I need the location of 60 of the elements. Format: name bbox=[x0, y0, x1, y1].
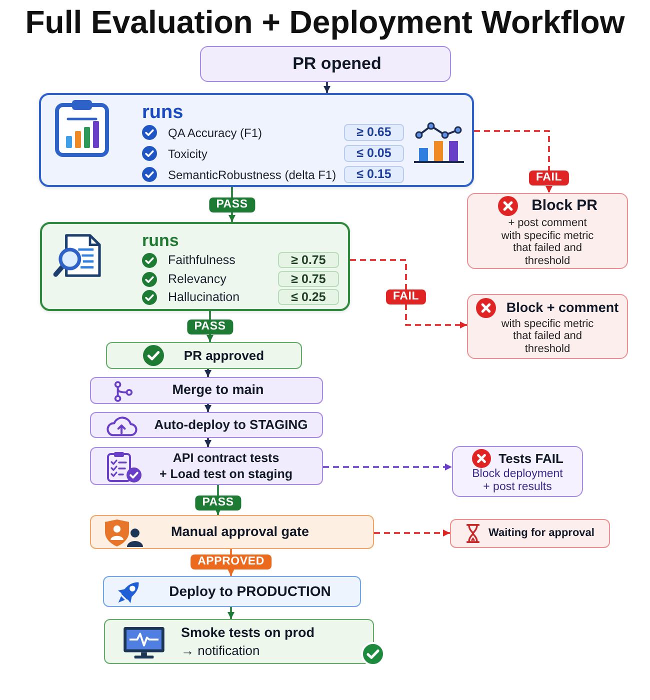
threshold-tag: ≥ 0.65 bbox=[344, 124, 404, 141]
process-box bbox=[90, 447, 323, 485]
arrow bbox=[204, 438, 212, 447]
alert-title: Waiting for approval bbox=[488, 526, 594, 542]
alert-message: + post comment with specific metric that failed and threshold bbox=[500, 217, 595, 268]
evaluation-panel bbox=[40, 222, 350, 311]
error-box bbox=[452, 446, 583, 497]
alert-message: Block deployment + post results bbox=[471, 468, 564, 494]
arrow bbox=[204, 369, 212, 377]
edge-label: PASS bbox=[195, 496, 241, 510]
process-box bbox=[90, 412, 323, 438]
step-label: Smoke tests on prod bbox=[181, 624, 315, 642]
step-label: Auto-deploy to STAGING bbox=[154, 416, 308, 434]
alert-title: Tests FAIL bbox=[498, 450, 564, 468]
step-label: Merge to main bbox=[172, 381, 264, 400]
edge-label: APPROVED bbox=[190, 554, 272, 570]
process-box bbox=[103, 576, 361, 607]
diagram-title: Full Evaluation + Deployment Workflow bbox=[25, 3, 625, 41]
step-note: + Load test on staging bbox=[160, 466, 292, 482]
step-note: → notification bbox=[181, 642, 260, 659]
threshold-tag: ≤ 0.05 bbox=[344, 145, 404, 162]
threshold-tag: ≥ 0.75 bbox=[278, 271, 339, 287]
metric-name: Relevancy bbox=[168, 271, 226, 287]
edge-label: FAIL bbox=[528, 170, 570, 186]
alert-title: Block PR bbox=[532, 196, 598, 216]
edge-label: PASS bbox=[187, 320, 233, 334]
step-label: Manual approval gate bbox=[170, 522, 310, 541]
arrow bbox=[204, 404, 212, 412]
edge-label: PASS bbox=[209, 198, 255, 212]
alert-message: with specific metric that failed and threshold bbox=[500, 318, 595, 356]
edge-label: FAIL bbox=[386, 290, 426, 304]
dashed-arrow bbox=[474, 130, 552, 193]
metric-name: SemanticRobustness (delta F1) bbox=[168, 166, 336, 182]
step-label: Deploy to PRODUCTION bbox=[169, 582, 331, 601]
arrow bbox=[228, 607, 234, 619]
metric-name: Faithfulness bbox=[168, 252, 236, 268]
arrow bbox=[324, 82, 330, 93]
process-box bbox=[200, 46, 451, 82]
waiting-box bbox=[450, 519, 610, 548]
step-label: API contract tests bbox=[172, 450, 280, 466]
evaluation-panel bbox=[39, 93, 474, 187]
metric-name: Hallucination bbox=[168, 289, 240, 305]
step-label: PR opened bbox=[292, 53, 382, 76]
dashed-arrow bbox=[323, 464, 452, 470]
error-box bbox=[467, 193, 628, 269]
approval-box bbox=[90, 515, 374, 549]
threshold-tag: ≤ 0.25 bbox=[278, 289, 339, 305]
status-box bbox=[106, 342, 302, 369]
dashed-arrow bbox=[350, 259, 467, 328]
metric-name: Toxicity bbox=[168, 146, 208, 162]
threshold-tag: ≥ 0.75 bbox=[278, 252, 339, 268]
panel-title: runs bbox=[142, 101, 184, 125]
error-box bbox=[467, 294, 628, 359]
dashed-arrow bbox=[374, 530, 450, 536]
metric-name: QA Accuracy (F1) bbox=[168, 124, 262, 140]
alert-title: Block + comment bbox=[506, 298, 619, 317]
panel-title: runs bbox=[142, 230, 179, 252]
step-label: PR approved bbox=[184, 346, 264, 365]
process-box bbox=[90, 377, 323, 404]
threshold-tag: ≤ 0.15 bbox=[344, 166, 404, 183]
